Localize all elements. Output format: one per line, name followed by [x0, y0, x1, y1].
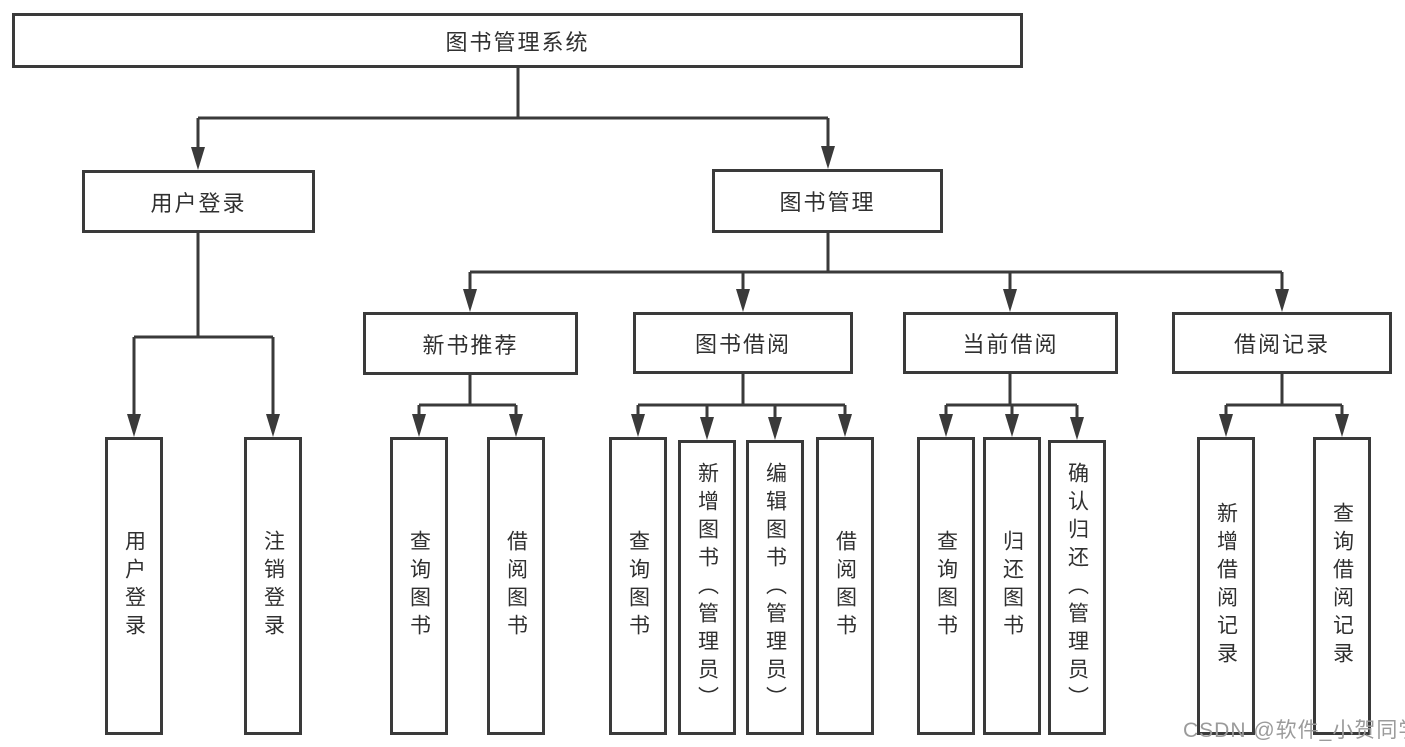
connector-root-to-level2 — [191, 68, 835, 170]
arrowhead — [700, 417, 714, 440]
node-label: 新增借阅记录 — [1214, 502, 1238, 670]
node-leaf-borrow-query-books: 查询图书 — [609, 437, 667, 735]
node-label: 新书推荐 — [422, 332, 519, 358]
node-label: 借阅图书 — [833, 530, 857, 642]
connector-records-to-leaves — [1219, 374, 1349, 437]
node-leaf-current-query-books: 查询图书 — [917, 437, 975, 735]
node-current-borrow: 当前借阅 — [903, 312, 1118, 374]
connector-line — [468, 233, 1284, 292]
node-leaf-borrow-books: 借阅图书 — [816, 437, 874, 735]
node-new-book-recommend: 新书推荐 — [363, 312, 578, 375]
node-book-management: 图书管理 — [712, 169, 943, 233]
node-borrow-records: 借阅记录 — [1172, 312, 1392, 374]
node-leaf-add-books-admin: 新增图书（管理员） — [678, 440, 736, 735]
node-label: 当前借阅 — [962, 332, 1059, 357]
connector-management-to-level3 — [463, 233, 1289, 312]
node-leaf-confirm-return-admin: 确认归还（管理员） — [1048, 440, 1106, 735]
node-label: 注销登录 — [261, 530, 285, 642]
node-label: 借阅记录 — [1233, 332, 1330, 357]
connector-recommend-to-leaves — [412, 375, 523, 437]
arrowhead — [463, 289, 477, 312]
node-leaf-user-login: 用户登录 — [105, 437, 163, 735]
node-label: 新增图书（管理员） — [695, 461, 719, 714]
arrowhead — [768, 417, 782, 440]
node-label: 归还图书 — [1000, 530, 1024, 642]
arrowhead — [266, 414, 280, 437]
connector-line — [132, 233, 275, 417]
node-leaf-recommend-query-books: 查询图书 — [390, 437, 448, 735]
connector-line — [636, 374, 847, 420]
arrowhead — [631, 414, 645, 437]
node-leaf-logout: 注销登录 — [244, 437, 302, 735]
connector-current-to-leaves — [939, 374, 1084, 440]
node-leaf-return-books: 归还图书 — [983, 437, 1041, 735]
node-label: 查询图书 — [626, 530, 650, 642]
node-leaf-edit-books-admin: 编辑图书（管理员） — [746, 440, 804, 735]
node-leaf-recommend-borrow-books: 借阅图书 — [487, 437, 545, 735]
connector-line — [944, 374, 1079, 420]
arrowhead — [1219, 414, 1233, 437]
node-label: 用户登录 — [122, 530, 146, 642]
node-leaf-add-borrow-record: 新增借阅记录 — [1197, 437, 1255, 735]
connector-borrow-to-leaves — [631, 374, 852, 440]
arrowhead — [1335, 414, 1349, 437]
node-label: 查询图书 — [934, 530, 958, 642]
arrowhead — [127, 414, 141, 437]
arrowhead — [509, 414, 523, 437]
node-label: 借阅图书 — [504, 530, 528, 642]
arrowhead-management — [821, 146, 835, 169]
node-leaf-query-borrow-record: 查询借阅记录 — [1313, 437, 1371, 735]
arrowhead-login — [191, 147, 205, 170]
node-label: 查询图书 — [407, 530, 431, 642]
connector-line — [196, 68, 830, 150]
arrowhead — [412, 414, 426, 437]
node-label: 图书管理系统 — [445, 29, 590, 55]
arrowhead — [838, 414, 852, 437]
node-book-borrow: 图书借阅 — [633, 312, 853, 374]
arrowhead — [939, 414, 953, 437]
arrowhead — [1005, 414, 1019, 437]
node-label: 确认归还（管理员） — [1065, 461, 1089, 714]
node-label: 图书管理 — [779, 190, 876, 215]
node-user-login: 用户登录 — [82, 170, 315, 233]
node-label: 用户登录 — [150, 190, 247, 216]
node-label: 图书借阅 — [694, 332, 791, 357]
connector-line — [1224, 374, 1344, 417]
arrowhead — [1070, 417, 1084, 440]
arrowhead — [1275, 289, 1289, 312]
arrowhead — [736, 289, 750, 312]
node-label: 查询借阅记录 — [1330, 502, 1354, 670]
node-root-system: 图书管理系统 — [12, 13, 1023, 68]
node-label: 编辑图书（管理员） — [763, 461, 787, 714]
connector-login-to-leaves — [127, 233, 280, 437]
csdn-watermark: CSDN @软件_小贺同学 — [1183, 719, 1405, 742]
arrowhead — [1003, 289, 1017, 312]
connector-line — [417, 375, 518, 417]
